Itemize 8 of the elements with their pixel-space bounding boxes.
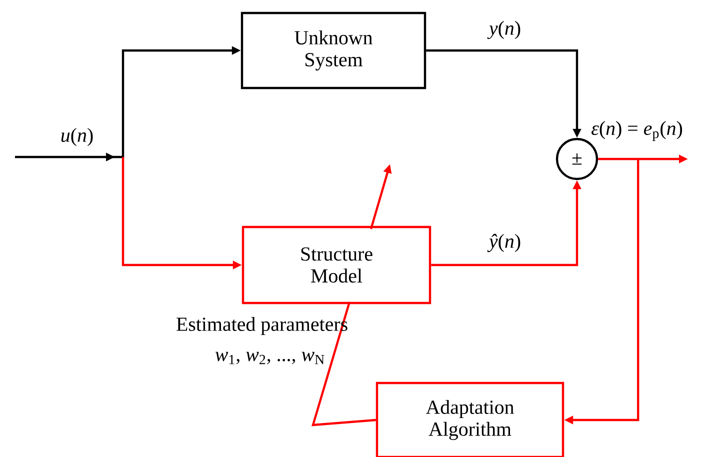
edge-label: u(n)	[61, 128, 93, 146]
edge-label: y(n)	[487, 20, 520, 40]
process-box: Structure Model	[242, 226, 432, 304]
note-text: w$_{1}$, w$_{2}$, ..., w$_{N}$	[215, 352, 324, 364]
summing-junction: ±	[556, 138, 598, 180]
process-box: Unknown System	[240, 12, 426, 90]
process-box: Adaptation Algorithm	[376, 382, 564, 457]
edge-label: ŷ(n)	[487, 234, 520, 252]
